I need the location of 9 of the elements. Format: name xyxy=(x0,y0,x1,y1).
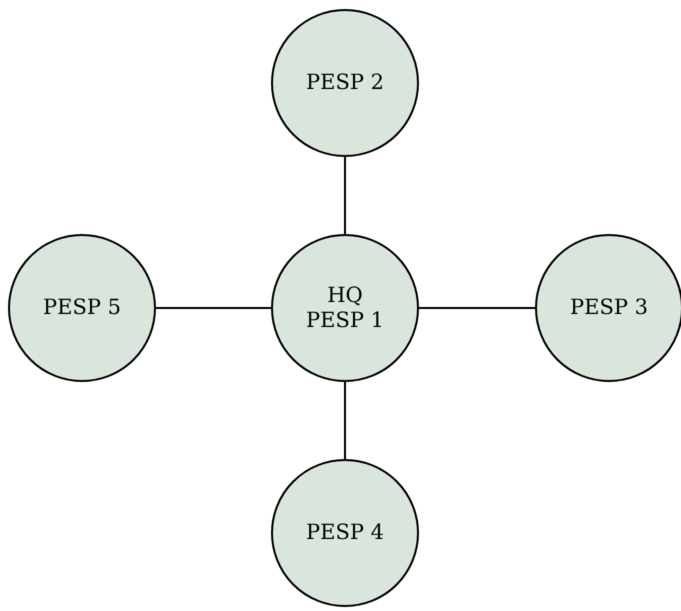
node-label: PESP 5 xyxy=(42,295,122,321)
connector-line xyxy=(344,382,346,459)
connector-line xyxy=(344,157,346,234)
node-label: PESP 3 xyxy=(568,295,649,321)
connector-line xyxy=(419,307,535,309)
node-label: PESP 4 xyxy=(304,520,385,546)
connector-line xyxy=(156,307,271,309)
node-label: HQ PESP 1 xyxy=(304,282,385,334)
node-label: PESP 2 xyxy=(304,70,385,96)
